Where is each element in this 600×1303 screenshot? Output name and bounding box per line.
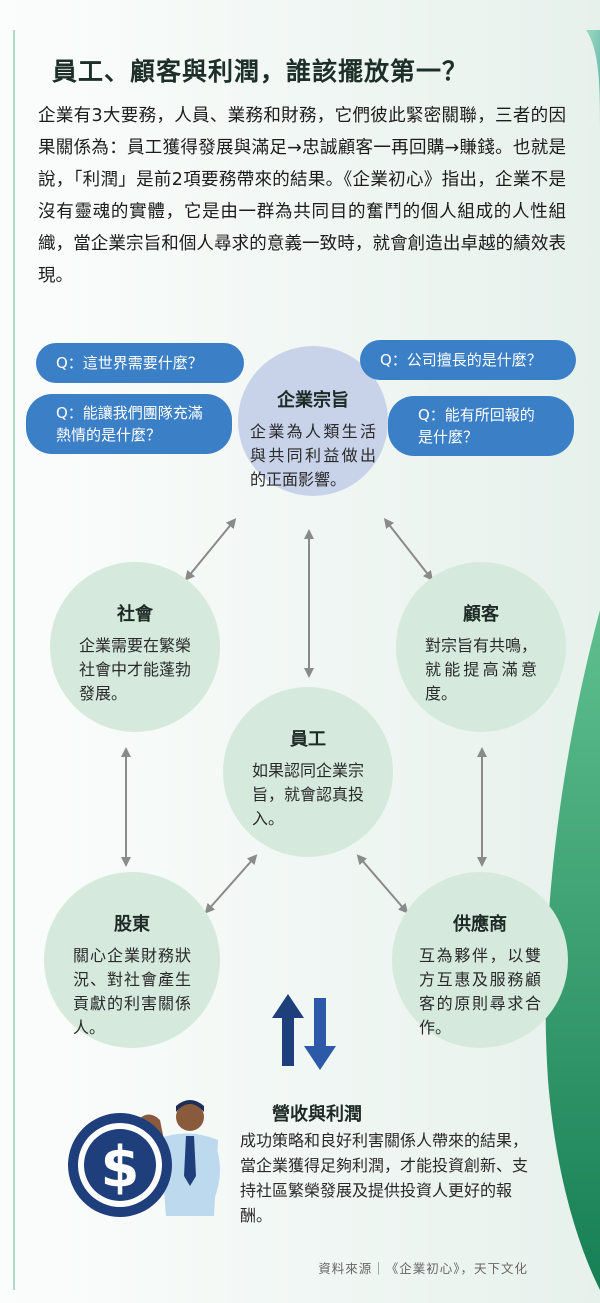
top-right-accent xyxy=(586,30,600,130)
page-title: 員工、顧客與利潤，誰該擺放第一？ xyxy=(52,57,469,86)
intro-paragraph: 企業有3大要務，人員、業務和財務，它們彼此緊密關聯，三者的因果關係為：員工獲得發… xyxy=(38,106,566,286)
arrow-purpose-customer xyxy=(383,518,434,581)
customer-circle: 顧客 對宗旨有共鳴，就能提高滿意度。 xyxy=(396,562,566,732)
connector-arrows xyxy=(121,518,487,914)
shareholder-title: 股東 xyxy=(114,914,150,935)
right-green-wave xyxy=(545,610,600,1290)
purpose-body: 企業為人類生活與共同利益做出的正面影響。 xyxy=(250,422,376,489)
arrow-employee-shareholder xyxy=(204,854,258,914)
society-body: 企業需要在繁榮社會中才能蓬勃發展。 xyxy=(79,636,192,703)
profit-title: 營收與利潤 xyxy=(272,1104,362,1125)
profit-body: 成功策略和良好利害關係人帶來的結果，當企業獲得足夠利潤，才能投資創新、支持社區繁… xyxy=(240,1131,529,1225)
customer-body: 對宗旨有共鳴，就能提高滿意度。 xyxy=(425,636,538,703)
purpose-title: 企業宗旨 xyxy=(277,390,349,411)
supplier-circle: 供應商 互為夥伴，以雙方互惠及服務顧客的原則尋求合作。 xyxy=(392,872,568,1048)
employee-circle: 員工 如果認同企業宗旨，就會認真投入。 xyxy=(223,687,393,857)
arrow-employee-supplier xyxy=(356,854,409,914)
customer-title: 顧客 xyxy=(463,604,499,625)
supplier-body: 互為夥伴，以雙方互惠及服務顧客的原則尋求合作。 xyxy=(419,946,541,1037)
employee-title: 員工 xyxy=(290,729,326,750)
shareholder-body: 關心企業財務狀況、對社會產生貢獻的利害關係人。 xyxy=(73,946,191,1037)
dollar-coin-icon: $ xyxy=(68,1113,172,1217)
employee-body: 如果認同企業宗旨，就會認真投入。 xyxy=(252,761,365,828)
society-circle: 社會 企業需要在繁榮社會中才能蓬勃發展。 xyxy=(50,562,220,732)
question-bubble-team-passion: Q：能讓我們團隊充滿熱情的是什麼？ xyxy=(26,394,232,454)
dollar-symbol: $ xyxy=(101,1135,140,1200)
arrow-purpose-society xyxy=(184,518,237,581)
source-credit: 資料來源｜《企業初心》，天下文化 xyxy=(318,1261,528,1276)
question-bubble-company-strength: Q：公司擅長的是什麼？ xyxy=(360,340,576,380)
up-down-arrows-icon xyxy=(272,994,336,1070)
society-title: 社會 xyxy=(117,604,153,625)
question-bubble-world-needs: Q：這世界需要什麼？ xyxy=(36,343,244,383)
supplier-title: 供應商 xyxy=(453,914,507,935)
question-bubble-rewards: Q：能有所回報的是什麼？ xyxy=(388,396,574,456)
shareholder-circle: 股東 關心企業財務狀況、對社會產生貢獻的利害關係人。 xyxy=(44,872,220,1048)
